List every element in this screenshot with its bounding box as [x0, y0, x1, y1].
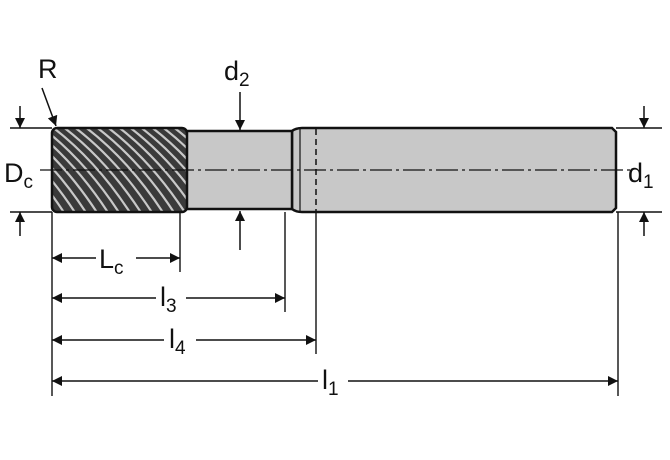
flute-line	[52, 128, 88, 212]
flute-line	[83, 128, 165, 212]
flute-line	[52, 128, 132, 212]
label-Dc: Dc	[4, 158, 33, 193]
label-Lc: Lc	[99, 244, 124, 279]
flute-line	[52, 128, 99, 212]
flute-line	[72, 128, 154, 212]
flute-line	[105, 128, 187, 212]
flute-line	[171, 128, 187, 212]
dimension-arrows	[15, 87, 649, 386]
flute-line	[160, 128, 187, 212]
flute-line	[61, 128, 143, 212]
flute-line	[116, 128, 187, 212]
label-d2: d2	[224, 56, 250, 91]
label-R: R	[38, 54, 58, 84]
flute-line	[52, 128, 121, 212]
flute-line	[52, 128, 77, 212]
label-l3: l3	[160, 282, 177, 317]
flute-line	[138, 128, 187, 212]
label-l4: l4	[169, 324, 186, 359]
label-d1: d1	[628, 158, 654, 193]
flute-line	[94, 128, 176, 212]
flute-line	[149, 128, 187, 212]
flute-line	[52, 128, 110, 212]
label-l1: l1	[322, 365, 339, 400]
flute-line	[52, 128, 66, 212]
flute-line	[127, 128, 187, 212]
